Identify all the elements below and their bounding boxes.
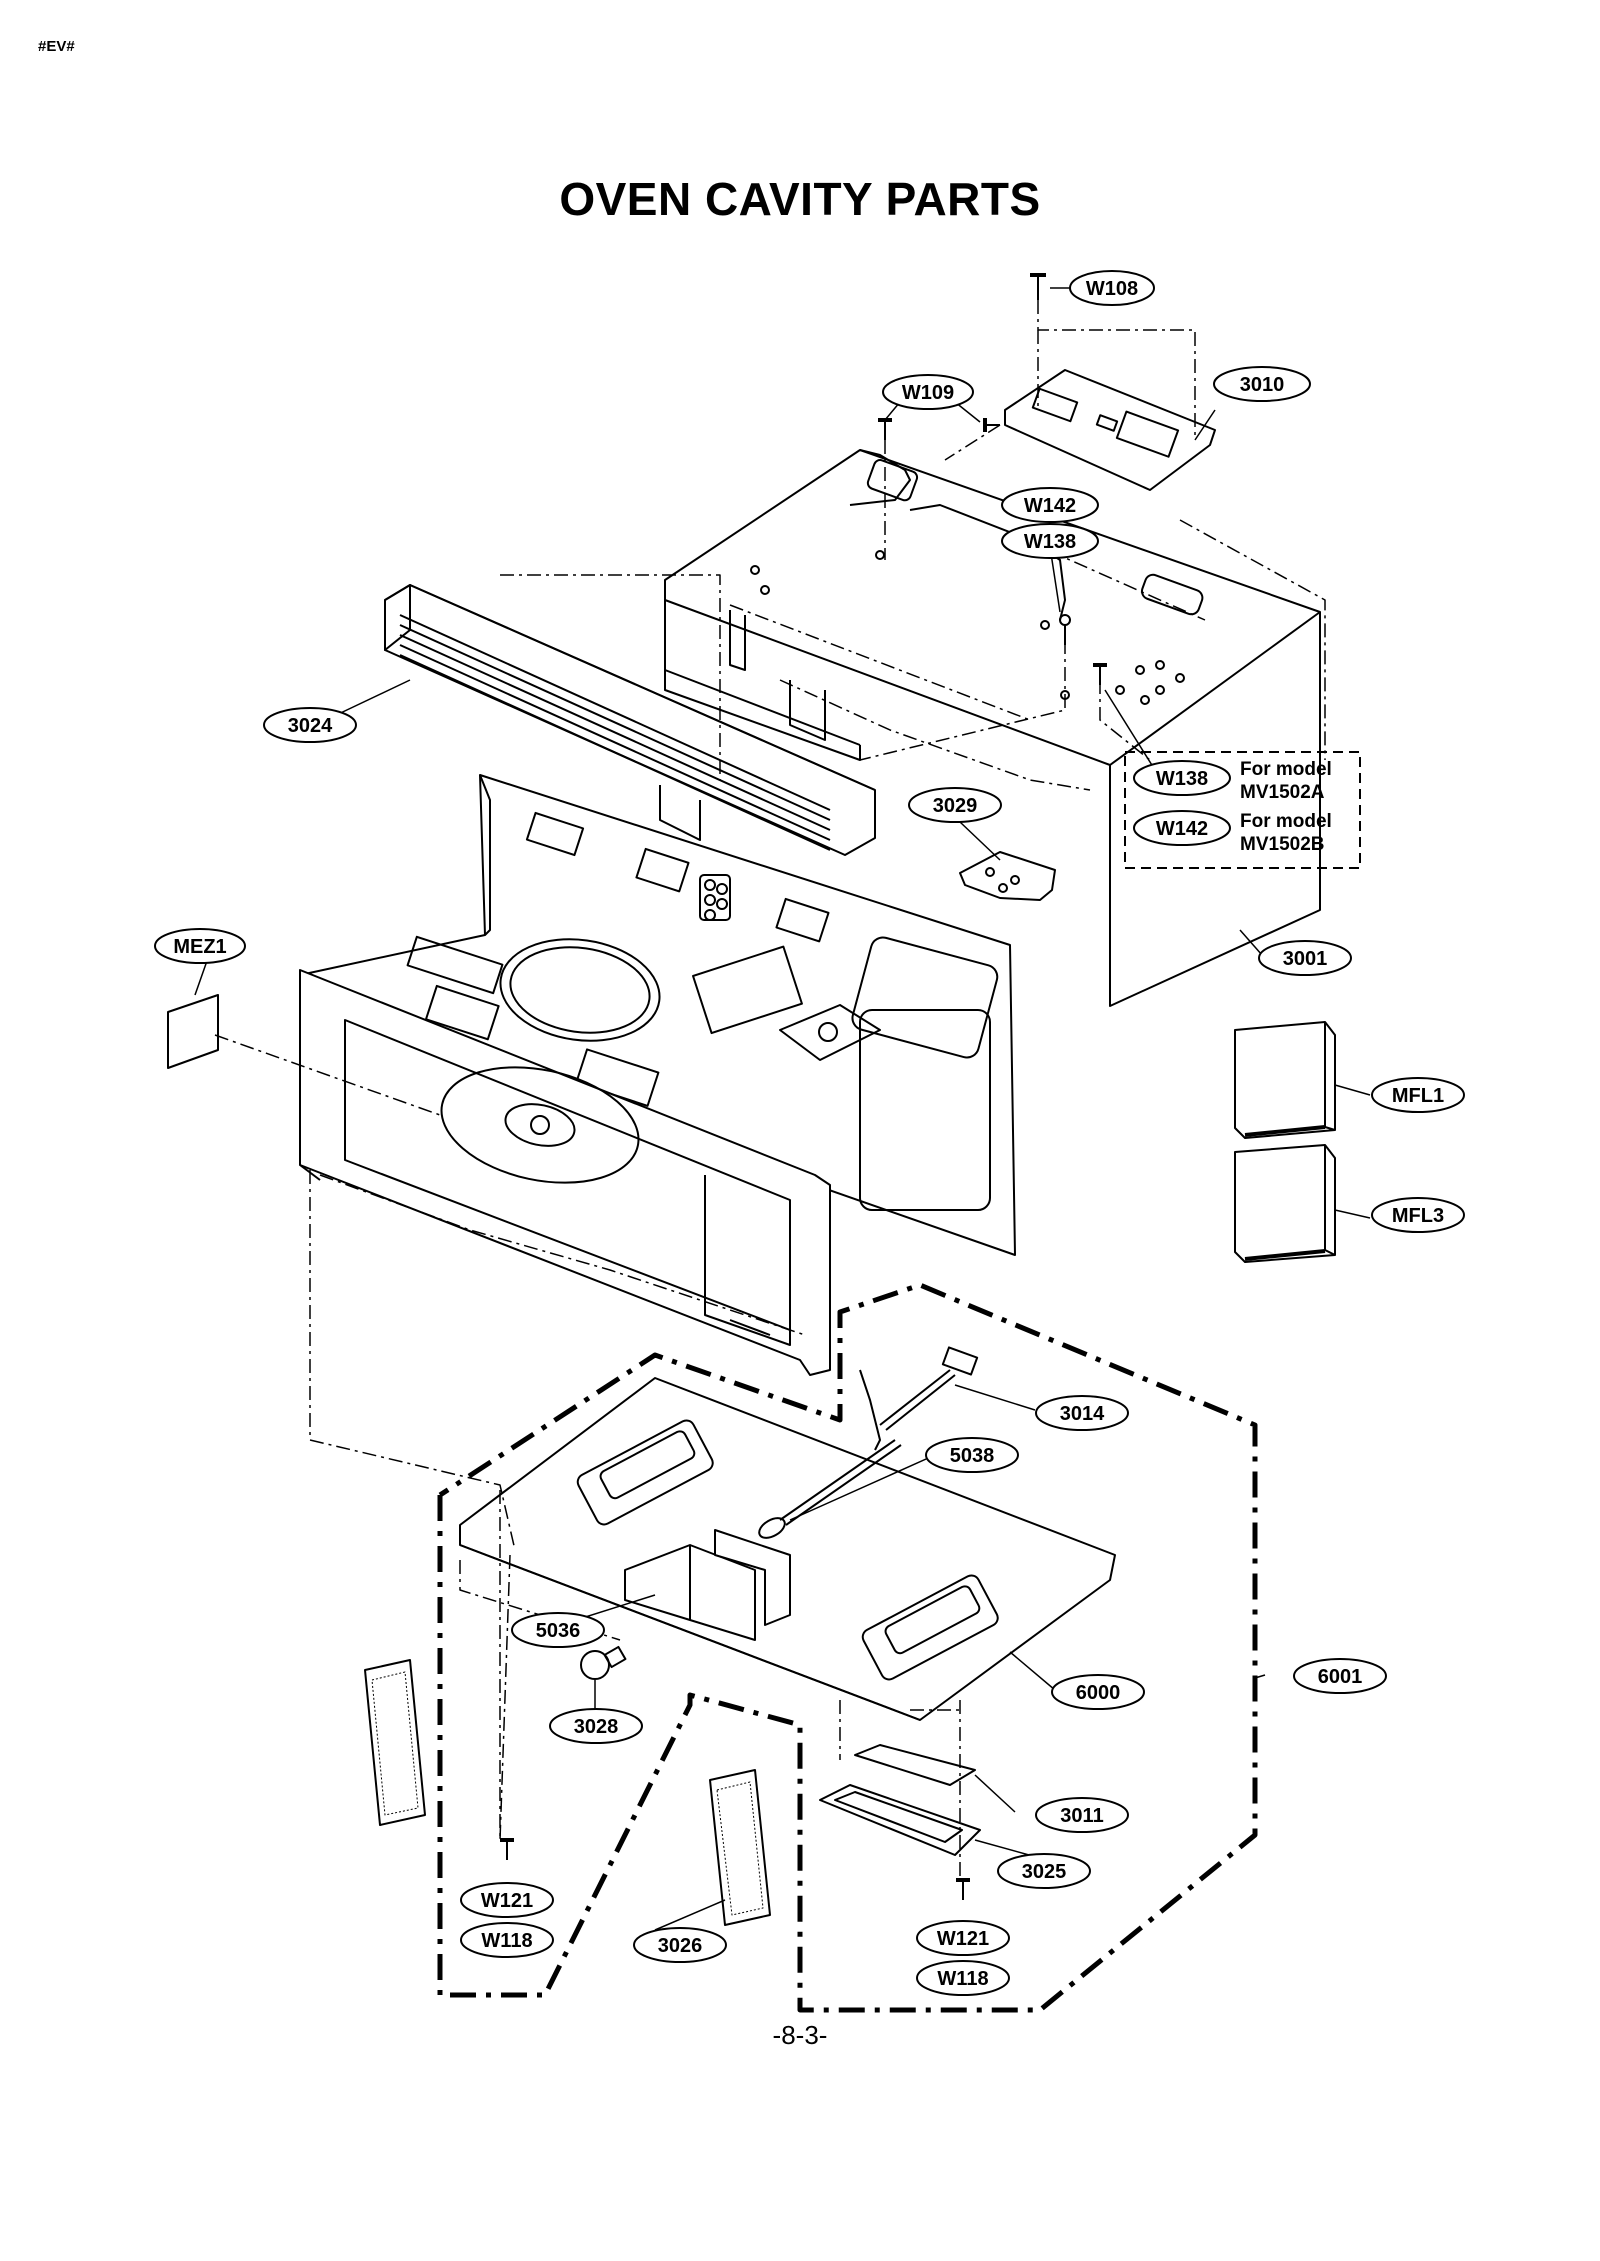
- filter-mfl1-drawing: [1234, 1021, 1336, 1139]
- label-w108: W108: [1086, 278, 1138, 300]
- callout-5036: [511, 1612, 605, 1648]
- note1-line1: For model: [1240, 759, 1332, 780]
- label-mez1: MEZ1: [173, 936, 226, 958]
- bottom-plate-6000-drawing: [459, 1377, 1116, 1721]
- label-w118a: W118: [481, 1930, 532, 1952]
- note2-line2: MV1502B: [1240, 834, 1325, 855]
- label-w121b: W121: [937, 1928, 989, 1950]
- callout-3025: [997, 1853, 1091, 1889]
- document-marker: #EV#: [38, 38, 75, 55]
- label-5038: 5038: [950, 1445, 995, 1467]
- callout-3026: [633, 1927, 727, 1963]
- callout-6001: [1293, 1658, 1387, 1694]
- note1-line2: MV1502A: [1240, 782, 1325, 803]
- label-3024: 3024: [288, 715, 333, 737]
- label-3010: 3010: [1240, 374, 1285, 396]
- callout-5038: [925, 1437, 1019, 1473]
- label-w142a: W142: [1024, 495, 1076, 517]
- page-number: -8-3-: [772, 2020, 828, 2050]
- callout-3024: [263, 707, 357, 743]
- callout-w108: [1069, 270, 1155, 306]
- screw-w109-right: [983, 418, 1000, 432]
- callout-w138a: [1001, 523, 1099, 559]
- label-mfl1: MFL1: [1392, 1085, 1444, 1107]
- callout-3029: [908, 787, 1002, 823]
- label-3025: 3025: [1022, 1861, 1067, 1883]
- outer-case-3001-drawing: [664, 449, 1321, 1007]
- callout-bubbles: [154, 270, 1465, 1996]
- screw-w109-left: [878, 418, 892, 440]
- callout-w121a: [460, 1882, 554, 1918]
- label-mez1-drawing: [167, 994, 219, 1069]
- screw-w121-left: [500, 1838, 514, 1860]
- callout-w121b: [916, 1920, 1010, 1956]
- grease-filter-left-drawing: [364, 1659, 426, 1826]
- cover-3025-drawing: [819, 1784, 981, 1856]
- plate-3029-drawing: [959, 851, 1056, 901]
- label-6001: 6001: [1318, 1666, 1363, 1688]
- callout-3028: [549, 1708, 643, 1744]
- callout-6000: [1051, 1674, 1145, 1710]
- callout-w142b: [1133, 810, 1231, 846]
- label-3029: 3029: [933, 795, 978, 817]
- screw-w108: [1030, 273, 1046, 300]
- callout-w142a: [1001, 487, 1099, 523]
- label-6000: 6000: [1076, 1682, 1121, 1704]
- wire-harness-drawing: [758, 1346, 979, 1539]
- callout-w109: [882, 374, 974, 410]
- callout-3011: [1035, 1797, 1129, 1833]
- front-frame-drawing: [299, 969, 831, 1376]
- callout-w138b: [1133, 760, 1231, 796]
- label-3014: 3014: [1060, 1403, 1105, 1425]
- note2-line1: For model: [1240, 811, 1332, 832]
- lamp-3028-drawing: [580, 1645, 627, 1680]
- callout-w118b: [916, 1960, 1010, 1996]
- grease-filter-3026-drawing: [709, 1769, 771, 1926]
- label-w138b: W138: [1156, 768, 1208, 790]
- oven-cavity-drawing: [299, 774, 1016, 1256]
- callout-mez1: [154, 928, 246, 964]
- label-w142b: W142: [1156, 818, 1208, 840]
- label-3001: 3001: [1283, 948, 1328, 970]
- cover-3011-drawing: [854, 1744, 976, 1786]
- label-5036: 5036: [536, 1620, 581, 1642]
- callout-mfl1: [1371, 1077, 1465, 1113]
- callout-3001: [1258, 940, 1352, 976]
- callout-3014: [1035, 1395, 1129, 1431]
- filter-mfl3-drawing: [1234, 1144, 1336, 1263]
- label-3011: 3011: [1060, 1805, 1103, 1827]
- bracket-3010-drawing: [1004, 369, 1216, 491]
- callout-w118a: [460, 1922, 554, 1958]
- page-title: OVEN CAVITY PARTS: [559, 173, 1041, 225]
- model-note-box: [1124, 751, 1361, 869]
- callout-mfl3: [1371, 1197, 1465, 1233]
- label-w109: W109: [902, 382, 954, 404]
- label-3026: 3026: [658, 1935, 703, 1957]
- label-3028: 3028: [574, 1716, 619, 1738]
- callout-3010: [1213, 366, 1311, 402]
- label-w118b: W118: [937, 1968, 988, 1990]
- label-w121a: W121: [481, 1890, 533, 1912]
- screw-w121-right: [956, 1878, 970, 1900]
- label-mfl3: MFL3: [1392, 1205, 1444, 1227]
- label-w138a: W138: [1024, 531, 1076, 553]
- vent-grille-3024-drawing: [384, 584, 876, 856]
